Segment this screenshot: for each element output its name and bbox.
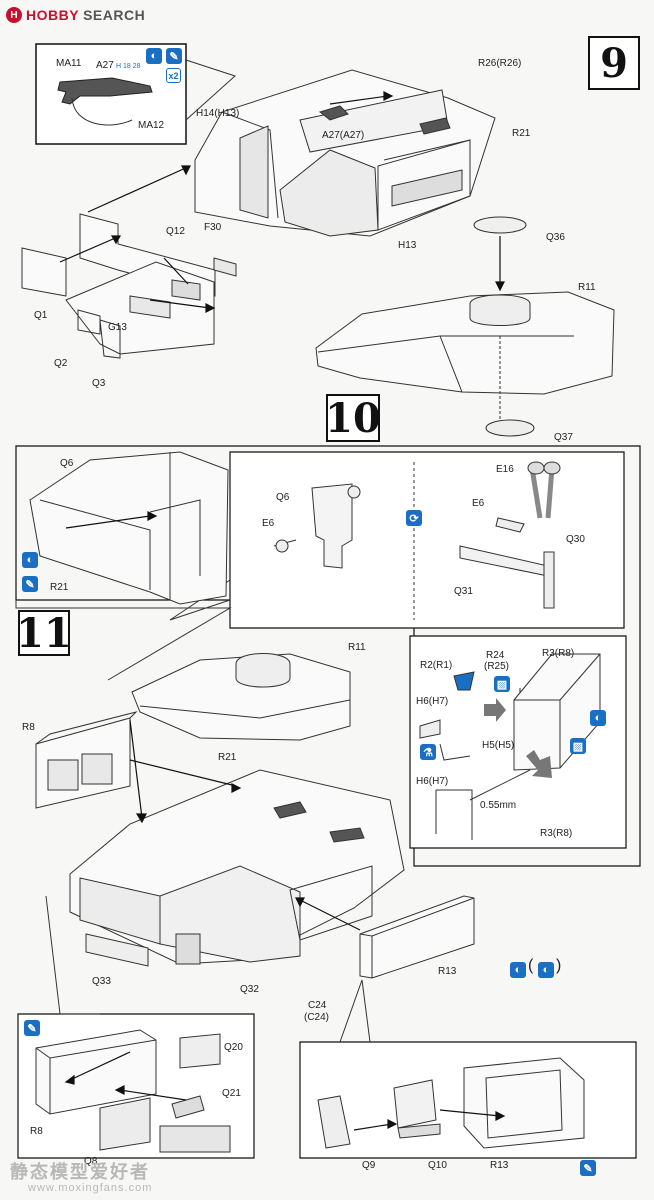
part-label: H 18 28 xyxy=(116,63,141,70)
part-label: A27 xyxy=(96,60,114,71)
glue-icon: ◐ xyxy=(538,962,554,978)
paren-close: ) xyxy=(556,957,562,974)
step11-r13-box xyxy=(359,895,475,979)
part-label: R3(R8) xyxy=(540,828,573,839)
part-label: Q3 xyxy=(92,378,106,389)
decal-stripes-icon: ▨ xyxy=(570,738,586,754)
part-label: R21 xyxy=(50,582,69,593)
part-label: E16 xyxy=(496,464,514,475)
step9-hull-upper xyxy=(194,69,496,237)
paint-brush-icon: ✎ xyxy=(166,48,182,64)
step-9-number: 9 xyxy=(588,36,640,90)
part-label: (C24) xyxy=(304,1012,330,1023)
part-label: R8 xyxy=(30,1126,43,1137)
part-label: MA12 xyxy=(138,120,165,131)
part-label: Q32 xyxy=(240,984,259,995)
part-label: Q2 xyxy=(54,358,68,369)
part-label: R11 xyxy=(348,642,366,653)
brand-logo-icon: H xyxy=(6,7,22,23)
decal-stripes-icon: ▨ xyxy=(494,676,510,692)
part-label: R13 xyxy=(490,1160,509,1171)
paint-brush-icon: ✎ xyxy=(24,1020,40,1036)
part-label: Q6 xyxy=(60,458,74,469)
part-label: H14(H13) xyxy=(196,108,240,119)
glue-icon: ◐ xyxy=(590,710,606,726)
glue-icon: ◐ xyxy=(146,48,162,64)
part-label: Q30 xyxy=(566,534,585,545)
part-label: MA11 xyxy=(56,58,82,69)
part-label: Q33 xyxy=(92,976,111,987)
gray-direction-arrows xyxy=(484,698,552,778)
step11-bottom-left-frame xyxy=(17,895,255,1159)
part-label: Q31 xyxy=(454,586,473,597)
part-label: A27(A27) xyxy=(322,130,365,141)
brand-text-search: SEARCH xyxy=(83,7,146,23)
part-label: E6 xyxy=(472,498,485,509)
part-label: F30 xyxy=(204,222,222,233)
part-label: H6(H7) xyxy=(416,776,449,787)
step11-hull xyxy=(69,769,405,967)
cement-tube-icon: ⚗ xyxy=(420,744,436,760)
paint-brush-icon: ✎ xyxy=(22,576,38,592)
part-label: Q8 xyxy=(84,1156,98,1167)
step10-detail-parts xyxy=(273,461,561,609)
part-label: R11 xyxy=(578,282,596,293)
watermark-text: 静态模型爱好者 xyxy=(10,1162,150,1182)
paren-open: ( xyxy=(528,957,534,974)
measurement-label: 0.55mm xyxy=(480,800,517,811)
part-label: (R25) xyxy=(484,661,510,672)
part-label: Q10 xyxy=(428,1160,447,1171)
part-label: E6 xyxy=(262,518,275,529)
part-label: R21 xyxy=(512,128,531,139)
site-header: H HOBBY SEARCH xyxy=(6,4,145,26)
paint-brush-icon: ✎ xyxy=(580,1160,596,1176)
part-label: H13 xyxy=(398,240,417,251)
step-11-number: 11 xyxy=(16,609,72,657)
part-label: Q6 xyxy=(276,492,290,503)
part-label: R8 xyxy=(22,722,35,733)
part-label: Q9 xyxy=(362,1160,376,1171)
part-label: Q20 xyxy=(224,1042,243,1053)
part-label: H6(H7) xyxy=(416,696,449,707)
watermark-url: www.moxingfans.com xyxy=(28,1182,153,1194)
step10-hull-view xyxy=(29,451,229,605)
part-label: Q36 xyxy=(546,232,565,243)
part-label: Q12 xyxy=(166,226,185,237)
part-label: Q37 xyxy=(554,432,573,443)
part-label: H5(H5) xyxy=(482,740,515,751)
part-label: R2(R1) xyxy=(420,660,453,671)
assembly-arrows xyxy=(59,91,506,1131)
part-label: R3(R8) xyxy=(542,648,575,659)
part-label: R13 xyxy=(438,966,457,977)
step11-bottom-right-frame xyxy=(299,979,637,1159)
part-label: C24 xyxy=(308,1000,327,1011)
part-label: R24 xyxy=(486,650,505,661)
part-label: R26(R26) xyxy=(478,58,522,69)
step11-r8-box xyxy=(35,711,138,809)
part-label: Q21 xyxy=(222,1088,241,1099)
step9-front-plates xyxy=(21,213,237,359)
step11-turret-plate xyxy=(131,653,351,741)
part-label: R21 xyxy=(218,752,237,763)
glue-icon: ◐ xyxy=(510,962,526,978)
part-label: Q1 xyxy=(34,310,48,321)
step-10-number: 10 xyxy=(325,394,381,442)
glue-icon: ◐ xyxy=(22,552,38,568)
times-two-badge-icon: x2 xyxy=(166,68,181,83)
step9-turret-ring xyxy=(315,216,615,437)
part-label: G13 xyxy=(108,322,127,333)
rotate-icon: ⟳ xyxy=(406,510,422,526)
brand-text-hobby: HOBBY xyxy=(26,7,80,23)
